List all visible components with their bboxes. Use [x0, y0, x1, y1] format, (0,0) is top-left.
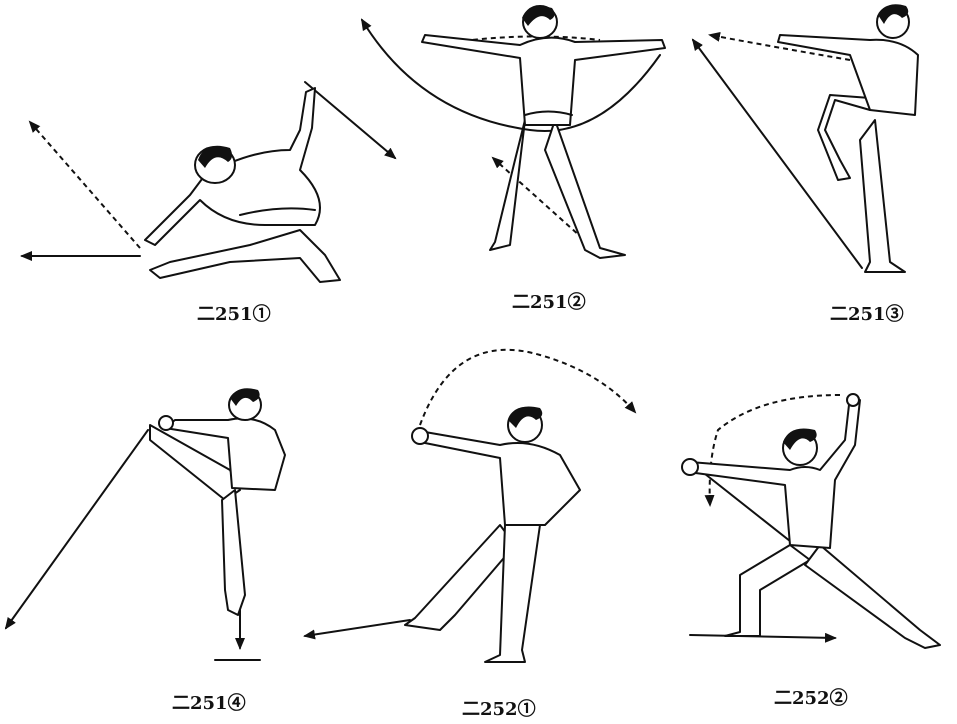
hair: [198, 145, 233, 168]
motion-arrow: [304, 81, 397, 160]
torso-arms: [687, 395, 861, 549]
fist: [158, 415, 174, 431]
belt-line: [524, 110, 573, 116]
motion-line: [699, 469, 796, 546]
figure-252-2-drawing: [681, 393, 941, 649]
figure-251-1-drawing: [20, 81, 397, 283]
torso-arms: [777, 34, 919, 116]
torso-arms: [419, 431, 581, 526]
hair: [508, 406, 543, 428]
figure-caption: 二252②: [774, 688, 848, 709]
figure-caption: 二251③: [830, 304, 904, 325]
swing-arc: [360, 18, 661, 132]
legs: [149, 229, 341, 283]
torso-arms: [421, 34, 666, 126]
hair: [878, 4, 909, 25]
fist: [411, 427, 429, 445]
raised-leg: [817, 94, 871, 181]
motion-arrow: [4, 429, 149, 630]
figure-252-1-drawing: [303, 348, 637, 663]
hair: [783, 428, 817, 450]
motion-path-dashed: [708, 31, 851, 61]
supporting-leg: [221, 489, 246, 616]
figure-251-2-drawing: [360, 5, 666, 259]
motion-path-dashed: [419, 348, 637, 426]
hair: [230, 388, 260, 406]
motion-arrow: [303, 619, 411, 640]
right-leg: [544, 119, 626, 259]
motion-arrow: [689, 632, 837, 643]
motion-arrow: [691, 38, 863, 269]
fist: [681, 458, 699, 476]
motion-path-dashed: [28, 120, 141, 249]
figure-caption: 二251②: [512, 292, 586, 313]
figure-caption: 二252①: [462, 699, 536, 720]
front-leg: [724, 544, 811, 637]
figure-251-4-drawing: [4, 388, 286, 661]
motion-path-dashed: [454, 35, 601, 43]
back-leg: [404, 524, 516, 631]
figure-caption: 二251④: [172, 693, 246, 714]
standing-leg: [859, 119, 906, 273]
back-leg: [804, 544, 941, 649]
figure-251-3-drawing: [691, 4, 919, 273]
left-leg: [489, 119, 526, 251]
hand: [846, 393, 860, 407]
belt-line: [239, 207, 316, 216]
figure-caption: 二251①: [197, 304, 271, 325]
motion-path-dashed: [491, 156, 591, 246]
hair: [522, 6, 555, 26]
